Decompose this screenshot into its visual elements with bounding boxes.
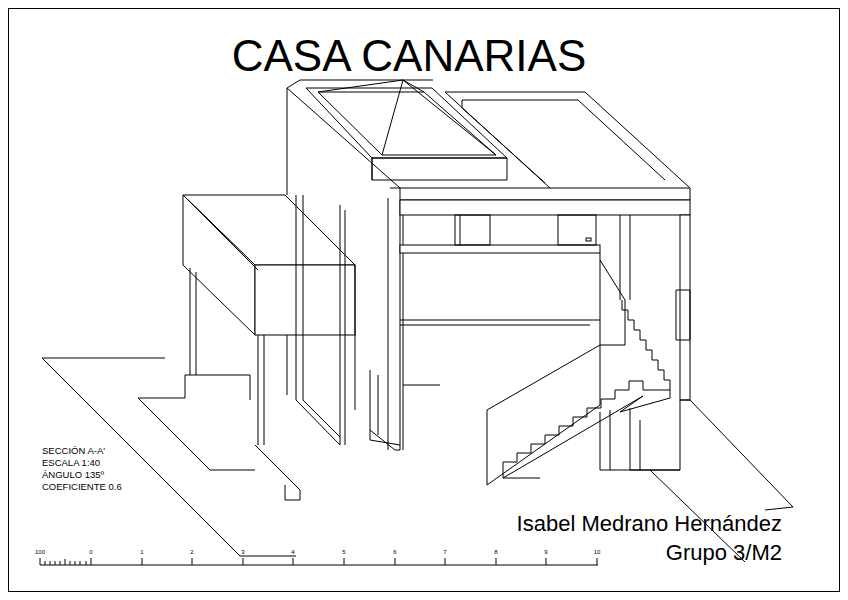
columns — [190, 268, 287, 445]
tower — [287, 88, 400, 450]
scale-number: 1 — [140, 549, 143, 555]
scale-number: 4 — [291, 549, 294, 555]
ground-left — [42, 358, 300, 556]
sheet-frame — [9, 9, 840, 592]
drawing-note: ÁNGULO 135º — [42, 470, 104, 480]
drawing-note: SECCIÓN A-A' — [42, 446, 105, 456]
drawing-note: ESCALA 1:40 — [42, 458, 100, 468]
scale-number: 8 — [494, 549, 497, 555]
balcony-box — [183, 195, 355, 335]
stair — [487, 260, 680, 485]
scale-number: 10 — [594, 549, 601, 555]
group-label: Grupo 3/M2 — [666, 542, 782, 564]
scale-number: 100 — [35, 549, 45, 555]
scale-number: 2 — [190, 549, 193, 555]
drawing-note: COEFICIENTE 0.6 — [42, 482, 122, 492]
roof — [287, 80, 690, 200]
sheet-title: CASA CANARIAS — [232, 34, 587, 78]
author-name: Isabel Medrano Hernández — [517, 513, 782, 535]
scale-number: 6 — [393, 549, 396, 555]
scale-number: 5 — [342, 549, 345, 555]
scale-number: 3 — [241, 549, 244, 555]
scale-bar — [40, 558, 598, 565]
ground-right — [650, 400, 793, 562]
scale-number: 0 — [89, 549, 92, 555]
scale-number: 7 — [443, 549, 446, 555]
scale-number: 9 — [544, 549, 547, 555]
